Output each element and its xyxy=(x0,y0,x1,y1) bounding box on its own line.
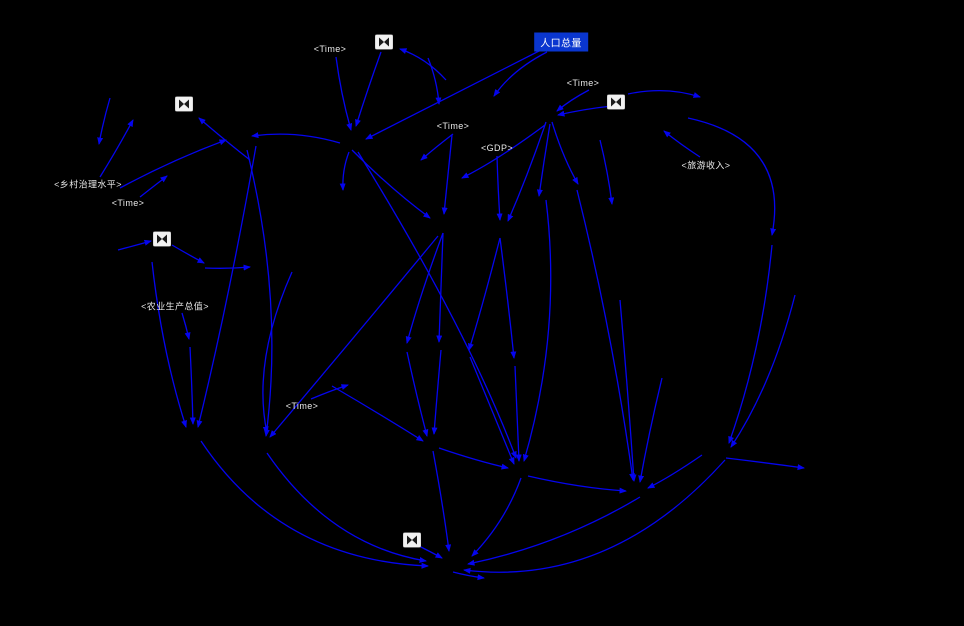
causal-link-arrow xyxy=(266,452,427,563)
causal-link-arrow xyxy=(339,151,350,191)
causal-link-arrow xyxy=(467,496,641,566)
causal-link-arrow xyxy=(469,356,515,465)
causal-links xyxy=(97,47,805,581)
causal-link-arrow xyxy=(139,175,168,198)
causal-link-arrow xyxy=(200,440,429,569)
causal-link-arrow xyxy=(351,149,431,219)
causal-link-arrow xyxy=(181,312,191,340)
causal-link-arrow xyxy=(496,155,503,221)
causal-link-arrow xyxy=(204,264,251,271)
causal-link-arrow xyxy=(452,571,485,581)
causal-link-arrow xyxy=(119,139,227,189)
causal-link-arrow xyxy=(599,139,615,205)
causal-link-arrow xyxy=(198,117,251,161)
shadow-variable-label[interactable]: <Time> xyxy=(285,401,319,411)
causal-link-arrow xyxy=(418,545,443,559)
causal-link-arrow xyxy=(527,475,627,494)
causal-link-arrow xyxy=(151,261,187,428)
causal-link-arrow xyxy=(536,123,551,197)
causal-link-arrow xyxy=(335,56,353,131)
causal-link-arrow xyxy=(522,199,552,462)
valve-icon[interactable] xyxy=(374,34,394,50)
causal-link-arrow xyxy=(246,149,273,437)
causal-link-arrow xyxy=(556,89,590,112)
causal-link-arrow xyxy=(647,454,703,489)
causal-link-arrow xyxy=(189,346,196,425)
causal-link-arrow xyxy=(551,121,579,185)
valve-icon[interactable] xyxy=(152,231,172,247)
causal-link-arrow xyxy=(432,450,452,552)
causal-link-arrow xyxy=(468,237,501,351)
causal-link-arrow xyxy=(331,385,424,442)
causal-link-arrow xyxy=(441,134,453,215)
causal-link-arrow xyxy=(687,117,777,236)
causal-link-arrow xyxy=(728,244,773,444)
valve-icon[interactable] xyxy=(174,96,194,112)
causal-link-arrow xyxy=(99,119,134,178)
valve-icon[interactable] xyxy=(606,94,626,110)
shadow-variable-label[interactable]: <Time> xyxy=(313,44,347,54)
causal-link-arrow xyxy=(269,235,439,438)
causal-link-arrow xyxy=(471,477,522,557)
causal-link-arrow xyxy=(576,189,636,481)
valve-icon[interactable] xyxy=(402,532,422,548)
shadow-variable-label[interactable]: <GDP> xyxy=(480,143,514,153)
causal-link-arrow xyxy=(463,459,726,574)
causal-link-arrow xyxy=(251,132,341,144)
causal-link-arrow xyxy=(310,384,349,400)
causal-link-arrow xyxy=(438,447,509,470)
causal-link-arrow xyxy=(663,130,701,158)
causal-link-arrow xyxy=(196,145,257,428)
causal-link-arrow xyxy=(355,51,382,127)
variable-label-selected[interactable]: 人口总量 xyxy=(534,32,588,52)
causal-link-arrow xyxy=(420,133,454,161)
causal-link-arrow xyxy=(427,57,442,105)
shadow-variable-label[interactable]: <乡村治理水平> xyxy=(54,179,122,190)
causal-link-arrow xyxy=(436,232,444,343)
causal-link-arrow xyxy=(507,121,547,222)
causal-link-arrow xyxy=(262,271,293,434)
causal-link-arrow xyxy=(725,457,805,471)
causal-link-arrow xyxy=(365,47,546,140)
causal-link-arrow xyxy=(97,97,111,145)
shadow-variable-label[interactable]: <Time> xyxy=(566,78,600,88)
causal-link-arrow xyxy=(117,239,152,251)
causal-link-arrow xyxy=(171,244,205,264)
shadow-variable-label[interactable]: <农业生产总值> xyxy=(141,301,209,312)
causal-link-arrow xyxy=(399,48,447,81)
causal-link-arrow xyxy=(627,89,701,98)
causal-link-arrow xyxy=(493,51,548,97)
causal-link-arrow xyxy=(431,349,442,435)
causal-link-arrow xyxy=(461,124,546,179)
causal-link-arrow xyxy=(357,151,517,459)
shadow-variable-label[interactable]: <旅游收入> xyxy=(681,160,731,171)
causal-link-arrow xyxy=(406,351,429,437)
causal-link-arrow xyxy=(557,105,613,117)
causal-link-arrow xyxy=(514,365,522,462)
causal-link-arrow xyxy=(638,377,663,483)
causal-link-arrow xyxy=(730,294,796,448)
causal-link-arrow xyxy=(405,232,444,344)
causal-link-arrow xyxy=(619,299,637,482)
causal-link-arrow xyxy=(499,237,517,359)
shadow-variable-label[interactable]: <Time> xyxy=(111,198,145,208)
shadow-variable-label[interactable]: <Time> xyxy=(436,121,470,131)
